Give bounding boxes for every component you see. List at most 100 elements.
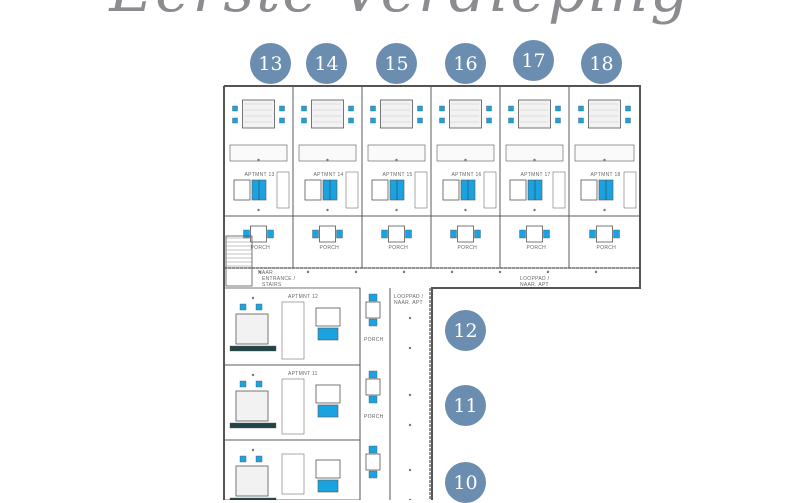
floor-title: Eerste Verdieping — [0, 0, 800, 26]
porch-table — [526, 225, 543, 243]
dining-table — [442, 179, 460, 201]
nightstand-icon — [417, 117, 423, 124]
porch-label: PORCH — [364, 414, 384, 420]
fixture-dot — [395, 208, 398, 212]
fixture-dot — [603, 208, 606, 212]
bed-icon — [235, 390, 269, 422]
kitchen-counter — [505, 144, 564, 162]
porch-chair-icon — [519, 229, 526, 239]
nightstand-icon — [239, 380, 247, 388]
sofa-icon — [317, 404, 339, 418]
porch-label: PORCH — [389, 245, 409, 251]
apartment-label: APTMNT 11 — [288, 371, 318, 377]
apartment-label: APTMNT 13 — [245, 172, 275, 178]
porch-chair-icon — [543, 229, 550, 239]
bathroom-icon — [281, 301, 305, 360]
porch-chair-icon — [368, 370, 378, 379]
porch-chair-icon — [267, 229, 274, 239]
nightstand-icon — [439, 105, 445, 112]
porch-table — [365, 453, 381, 471]
apartment-label: APTMNT 16 — [452, 172, 482, 178]
nightstand-icon — [348, 117, 354, 124]
bathroom-icon — [276, 171, 290, 209]
dining-table — [304, 179, 322, 201]
nightstand-icon — [370, 105, 376, 112]
apartment-label: APTMNT 18 — [591, 172, 621, 178]
fixture-dot — [257, 158, 260, 162]
path-label: LOOPPAD / — [520, 276, 550, 282]
porch-table — [365, 378, 381, 396]
dining-table — [509, 179, 527, 201]
fixture-dot — [251, 448, 255, 452]
porch-table — [365, 301, 381, 319]
apartment-label: APTMNT 17 — [521, 172, 551, 178]
nightstand-icon — [239, 303, 247, 311]
bed-icon — [242, 99, 275, 129]
fixture-dot — [258, 270, 262, 274]
apartment-unit — [223, 439, 361, 500]
entrance-label: ENTRANCE / — [262, 276, 296, 282]
fixture-dot — [546, 270, 550, 274]
dining-table — [315, 459, 341, 479]
nightstand-icon — [255, 303, 263, 311]
bed-icon — [235, 465, 269, 497]
nightstand-icon — [279, 117, 285, 124]
nightstand-icon — [508, 117, 514, 124]
bathroom-icon — [345, 171, 359, 209]
porch-chair-icon — [474, 229, 481, 239]
bed-icon — [449, 99, 482, 129]
bathroom-icon — [281, 453, 305, 495]
nightstand-icon — [348, 105, 354, 112]
bed-icon — [380, 99, 413, 129]
kitchen-counter — [436, 144, 495, 162]
porch-label: PORCH — [364, 337, 384, 343]
nightstand-icon — [370, 117, 376, 124]
porch-label: PORCH — [458, 245, 478, 251]
path-label: NAAR. APT — [394, 300, 423, 306]
unit-number-badge: 11 — [445, 385, 486, 426]
nightstand-icon — [486, 117, 492, 124]
nightstand-icon — [417, 105, 423, 112]
nightstand-icon — [255, 455, 263, 463]
kitchen-counter — [574, 144, 635, 162]
unit-number-badge: 12 — [445, 310, 486, 351]
porch-chair-icon — [368, 293, 378, 302]
nightstand-icon — [555, 105, 561, 112]
path-label: LOOPPAD / — [394, 294, 424, 300]
fixture-dot — [533, 208, 536, 212]
nightstand-icon — [239, 455, 247, 463]
porch-chair-icon — [613, 229, 620, 239]
porch-chair-icon — [368, 445, 378, 454]
bed-icon — [311, 99, 344, 129]
nightstand-icon — [279, 105, 285, 112]
fixture-dot — [402, 270, 406, 274]
porch-table — [319, 225, 336, 243]
fixture-dot — [408, 393, 412, 397]
unit-number-badge: 14 — [306, 43, 347, 84]
fixture-dot — [354, 270, 358, 274]
porch-chair-icon — [368, 470, 378, 479]
fixture-dot — [464, 208, 467, 212]
porch-table — [457, 225, 474, 243]
fixture-dot — [306, 270, 310, 274]
nightstand-icon — [255, 380, 263, 388]
porch-chair-icon — [368, 318, 378, 327]
nightstand-icon — [232, 117, 238, 124]
porch-chair-icon — [405, 229, 412, 239]
fixture-dot — [251, 296, 255, 300]
bathroom-icon — [623, 171, 637, 209]
apartment-label: APTMNT 15 — [383, 172, 413, 178]
fixture-dot — [594, 270, 598, 274]
kitchen-counter — [229, 144, 288, 162]
porch-label: PORCH — [597, 245, 617, 251]
stairs-icon — [225, 235, 253, 287]
unit-number-badge: 10 — [445, 462, 486, 503]
fixture-dot — [408, 316, 412, 320]
porch-chair-icon — [368, 395, 378, 404]
porch-label: PORCH — [320, 245, 340, 251]
porch-chair-icon — [450, 229, 457, 239]
fixture-dot — [603, 158, 606, 162]
dining-table — [580, 179, 598, 201]
unit-number-badge: 16 — [445, 43, 486, 84]
fixture-dot — [408, 468, 412, 472]
